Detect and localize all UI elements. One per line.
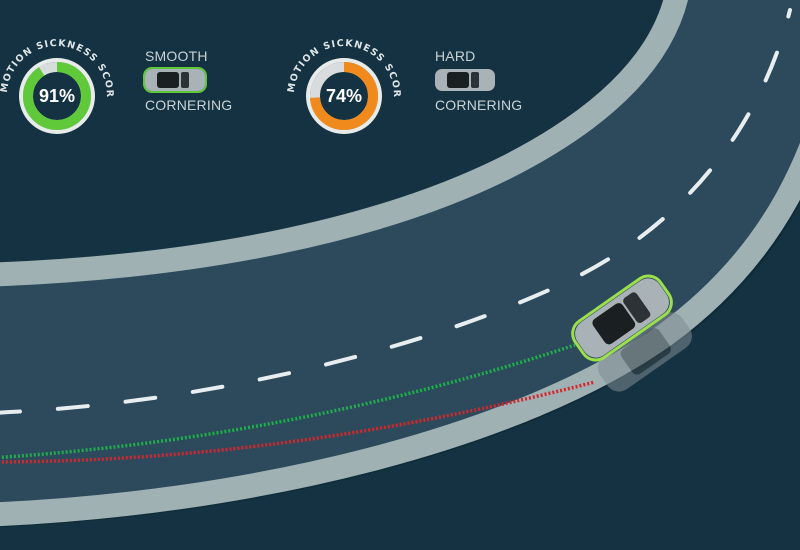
maneuver-sublabel-hard: CORNERING	[435, 97, 523, 113]
road-inner-edge-line	[0, 0, 688, 287]
hard-cornering-car	[598, 312, 692, 392]
gauge-progress-smooth	[23, 62, 91, 130]
hard-cornering-path	[0, 380, 596, 464]
road-surface	[0, 0, 800, 510]
motion-sickness-gauge-smooth: MOTION SICKNESS SCORE 91%	[0, 28, 114, 134]
motion-sickness-gauge-hard: MOTION SICKNESS SCORE 74%	[282, 28, 401, 134]
smooth-cornering-car	[571, 274, 673, 362]
smooth-car-icon	[143, 67, 207, 93]
gauge-value-smooth: 91%	[39, 86, 75, 106]
lane-center-markings	[0, 8, 792, 415]
maneuver-label-hard: HARD	[435, 48, 476, 64]
smooth-cornering-path	[0, 343, 576, 460]
gauge-value-hard: 74%	[326, 86, 362, 106]
gauge-progress-hard	[310, 62, 378, 130]
hard-car-icon	[435, 69, 495, 91]
maneuver-sublabel-smooth: CORNERING	[145, 97, 233, 113]
maneuver-label-smooth: SMOOTH	[145, 48, 208, 64]
